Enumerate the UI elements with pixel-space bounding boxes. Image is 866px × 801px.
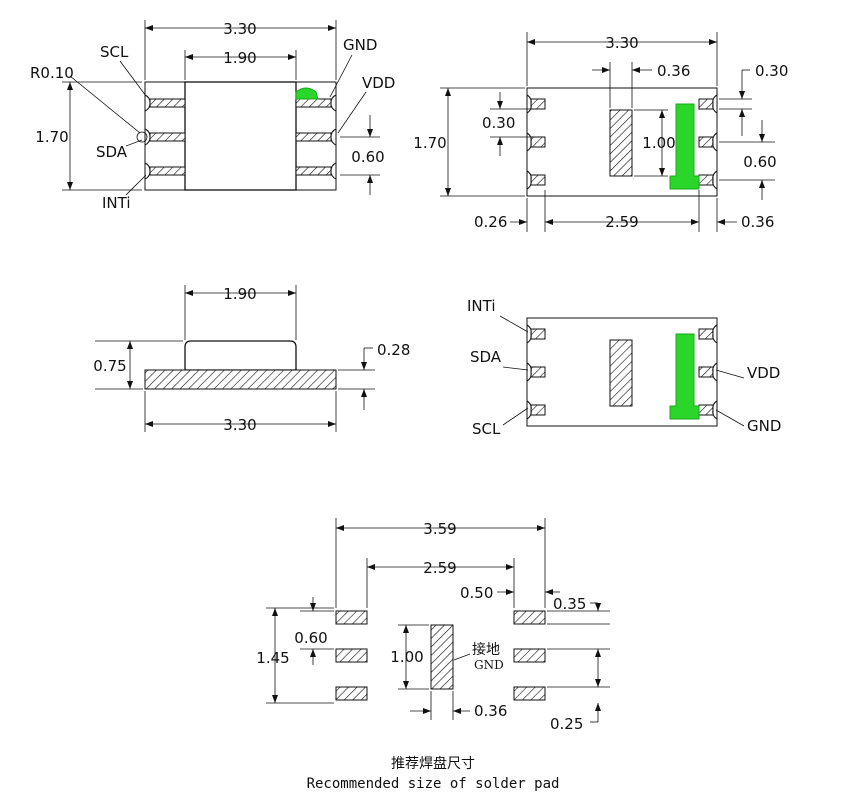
pinout-label-sda: SDA bbox=[470, 348, 502, 366]
dim-land-height: 1.45 bbox=[256, 607, 334, 704]
top-view: 3.30 1.90 1.70 0.60 bbox=[30, 20, 395, 212]
dim-bottom-height: 1.70 bbox=[413, 87, 525, 197]
bottom-view-right-pads bbox=[698, 94, 718, 190]
dim-land-pitch: 0.60 bbox=[294, 597, 334, 665]
dim-land-pad-height: 0.35 bbox=[547, 595, 610, 625]
dim-top-body-width: 1.90 bbox=[184, 49, 297, 80]
pinout-left-pads bbox=[526, 324, 546, 420]
dim-top-pitch-label: 0.60 bbox=[351, 148, 384, 166]
dim-land-center-height-label: 1.00 bbox=[390, 648, 423, 666]
top-view-left-pins bbox=[136, 94, 186, 180]
dim-land-span: 2.59 bbox=[366, 558, 515, 608]
dim-bottom-pad-gap: 0.30 bbox=[482, 92, 530, 156]
pin-label-scl: SCL bbox=[100, 43, 129, 61]
dim-land-pad-gap: 0.25 bbox=[547, 648, 610, 733]
dim-land-center-width: 0.36 bbox=[410, 691, 507, 720]
pinout-gnd-pad bbox=[669, 333, 700, 420]
dim-bottom-span-label: 2.59 bbox=[605, 213, 638, 231]
side-view-base bbox=[144, 369, 337, 390]
bottom-view-outline bbox=[526, 87, 718, 197]
dim-bottom-height-label: 1.70 bbox=[413, 134, 446, 152]
pin-label-sda: SDA bbox=[96, 143, 128, 161]
dim-side-base-height: 0.28 bbox=[338, 341, 410, 410]
top-view-body bbox=[184, 81, 297, 191]
dim-bottom-center-height-label: 1.00 bbox=[642, 134, 675, 152]
dim-top-width-label: 3.30 bbox=[223, 20, 256, 38]
dim-top-height-label: 1.70 bbox=[35, 128, 68, 146]
dim-top-pitch: 0.60 bbox=[340, 115, 385, 195]
dim-bottom-width-label: 3.30 bbox=[605, 34, 638, 52]
dim-land-overall-width-label: 3.59 bbox=[423, 520, 456, 538]
dim-side-base-height-label: 0.28 bbox=[377, 341, 410, 359]
pinout-view: INTi SDA SCL VDD GND bbox=[467, 297, 781, 438]
dim-bottom-pad-width-label: 0.36 bbox=[657, 62, 690, 80]
pinout-center-pad bbox=[609, 339, 633, 407]
pin-label-gnd: GND bbox=[343, 36, 377, 54]
dim-land-pitch-label: 0.60 bbox=[294, 629, 327, 647]
top-view-right-pins bbox=[295, 87, 337, 180]
pinout-label-inti: INTi bbox=[467, 297, 496, 315]
dim-side-height: 0.75 bbox=[93, 340, 183, 390]
dim-side-top-width-label: 1.90 bbox=[223, 285, 256, 303]
dim-land-span-label: 2.59 bbox=[423, 559, 456, 577]
dim-side-top-width: 1.90 bbox=[184, 285, 297, 340]
dim-side-width-label: 3.30 bbox=[223, 416, 256, 434]
dim-bottom-edge-label: 0.26 bbox=[474, 213, 507, 231]
dim-land-overall-width: 3.59 bbox=[335, 518, 546, 608]
dim-top-body-label: 1.90 bbox=[223, 49, 256, 67]
pinout-label-scl: SCL bbox=[472, 420, 501, 438]
radius-label: R0.10 bbox=[30, 64, 74, 82]
dim-land-pad-length: 0.50 bbox=[460, 584, 560, 602]
bottom-view-center-pad bbox=[609, 109, 633, 177]
dim-land-center-width-label: 0.36 bbox=[474, 702, 507, 720]
dim-bottom-pad-gap-label: 0.30 bbox=[482, 114, 515, 132]
pinout-view-outline bbox=[526, 317, 718, 427]
dim-bottom-pitch: 0.60 bbox=[719, 120, 777, 200]
dim-land-pad-length-label: 0.50 bbox=[460, 584, 493, 602]
bottom-view-left-pads bbox=[526, 94, 546, 190]
caption-cn: 推荐焊盘尺寸 bbox=[391, 755, 475, 772]
land-pattern: 3.59 2.59 0.50 0.35 bbox=[256, 518, 610, 792]
side-view: 1.90 0.75 0.28 3.3 bbox=[93, 285, 410, 434]
pinout-label-vdd: VDD bbox=[747, 364, 780, 382]
dim-bottom-width: 3.30 bbox=[526, 32, 718, 86]
caption-en: Recommended size of solder pad bbox=[307, 776, 560, 792]
bottom-view-gnd-pad bbox=[669, 103, 700, 190]
dim-bottom-pad-edge-label: 0.36 bbox=[741, 213, 774, 231]
pin1-marker bbox=[295, 87, 319, 100]
dim-bottom-pad-pitch-top: 0.30 bbox=[719, 62, 788, 136]
bottom-view: 3.30 0.36 0.30 bbox=[413, 32, 788, 232]
dim-bottom-center-height: 1.00 bbox=[634, 109, 676, 177]
dim-top-height: 1.70 bbox=[35, 81, 142, 191]
dim-bottom-lower: 0.26 2.59 0.36 bbox=[474, 190, 774, 232]
dim-side-width: 3.30 bbox=[144, 391, 337, 434]
dim-land-pad-gap-label: 0.25 bbox=[550, 715, 583, 733]
dim-bottom-pad-pitch-top-label: 0.30 bbox=[755, 62, 788, 80]
pin-label-inti: INTi bbox=[102, 194, 131, 212]
side-view-body bbox=[184, 340, 297, 371]
dim-bottom-pad-width: 0.36 bbox=[592, 62, 690, 108]
dim-top-width: 3.30 bbox=[144, 20, 337, 80]
dim-side-height-label: 0.75 bbox=[93, 357, 126, 375]
dim-bottom-pitch-label: 0.60 bbox=[743, 153, 776, 171]
land-gnd-label-en: GND bbox=[474, 658, 504, 672]
pinout-right-pads bbox=[698, 324, 718, 420]
pinout-label-gnd: GND bbox=[747, 417, 781, 435]
pin-label-vdd: VDD bbox=[362, 74, 395, 92]
land-center-pad bbox=[430, 624, 454, 690]
dim-land-height-label: 1.45 bbox=[256, 649, 289, 667]
dim-land-pad-height-label: 0.35 bbox=[553, 595, 586, 613]
land-gnd-label-cn: 接地 bbox=[472, 641, 500, 658]
dim-land-center-height: 1.00 bbox=[390, 624, 429, 690]
